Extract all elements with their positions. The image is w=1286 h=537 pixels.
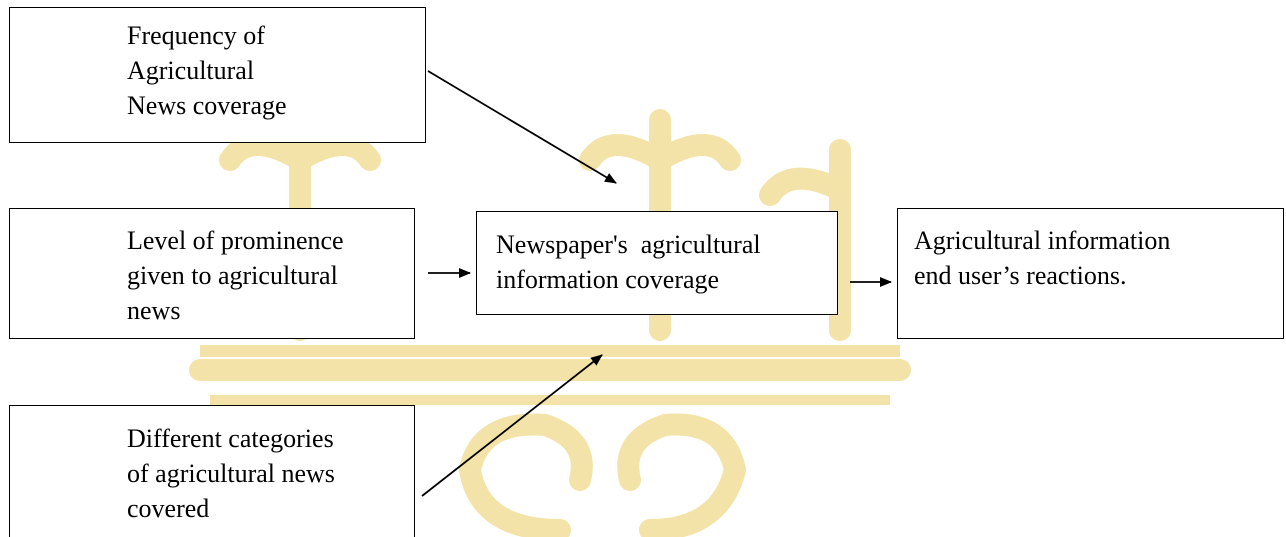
news-categories-box: Different categories of agricultural new… (9, 405, 415, 537)
box-text-line: Different categories (127, 424, 334, 453)
box-text-line: information coverage (496, 265, 720, 294)
box-text-line: Newspaper's agricultural (496, 230, 761, 259)
arrow-frequency-to-coverage (427, 70, 617, 184)
newspaper-coverage-box: Newspaper's agricultural information cov… (476, 211, 838, 315)
box-text-line: News coverage (127, 91, 287, 120)
arrow-categories-to-coverage (421, 354, 603, 497)
box-text-line: given to agricultural (127, 261, 338, 290)
box-text-line: Agricultural information (914, 226, 1171, 255)
box-text-line: of agricultural news (127, 459, 335, 488)
box-text-line: Agricultural (127, 56, 255, 85)
level-of-prominence-box: Level of prominence given to agricultura… (9, 208, 415, 339)
box-text-line: news (127, 296, 181, 325)
end-user-reactions-box: Agricultural information end user’s reac… (897, 208, 1284, 339)
box-text-line: Frequency of (127, 21, 265, 50)
box-text-line: end user’s reactions. (914, 261, 1127, 290)
box-text-line: covered (127, 494, 210, 523)
box-text-line: Level of prominence (127, 226, 344, 255)
frequency-of-news-coverage-box: Frequency of Agricultural News coverage (9, 7, 426, 143)
